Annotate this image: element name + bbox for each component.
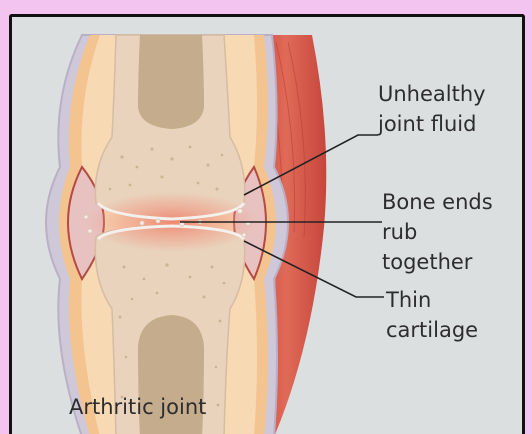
label-unhealthy-joint-fluid: Unhealthy joint fluid (378, 79, 486, 139)
diagram-caption: Arthritic joint (69, 395, 206, 419)
label-thin-cartilage: Thin cartilage (386, 285, 478, 345)
diagram-panel: Unhealthy joint fluid Bone ends rub toge… (9, 14, 525, 434)
label-bone-ends-rub-together: Bone ends rub together (382, 187, 493, 277)
upper-bone-marrow (138, 35, 204, 129)
